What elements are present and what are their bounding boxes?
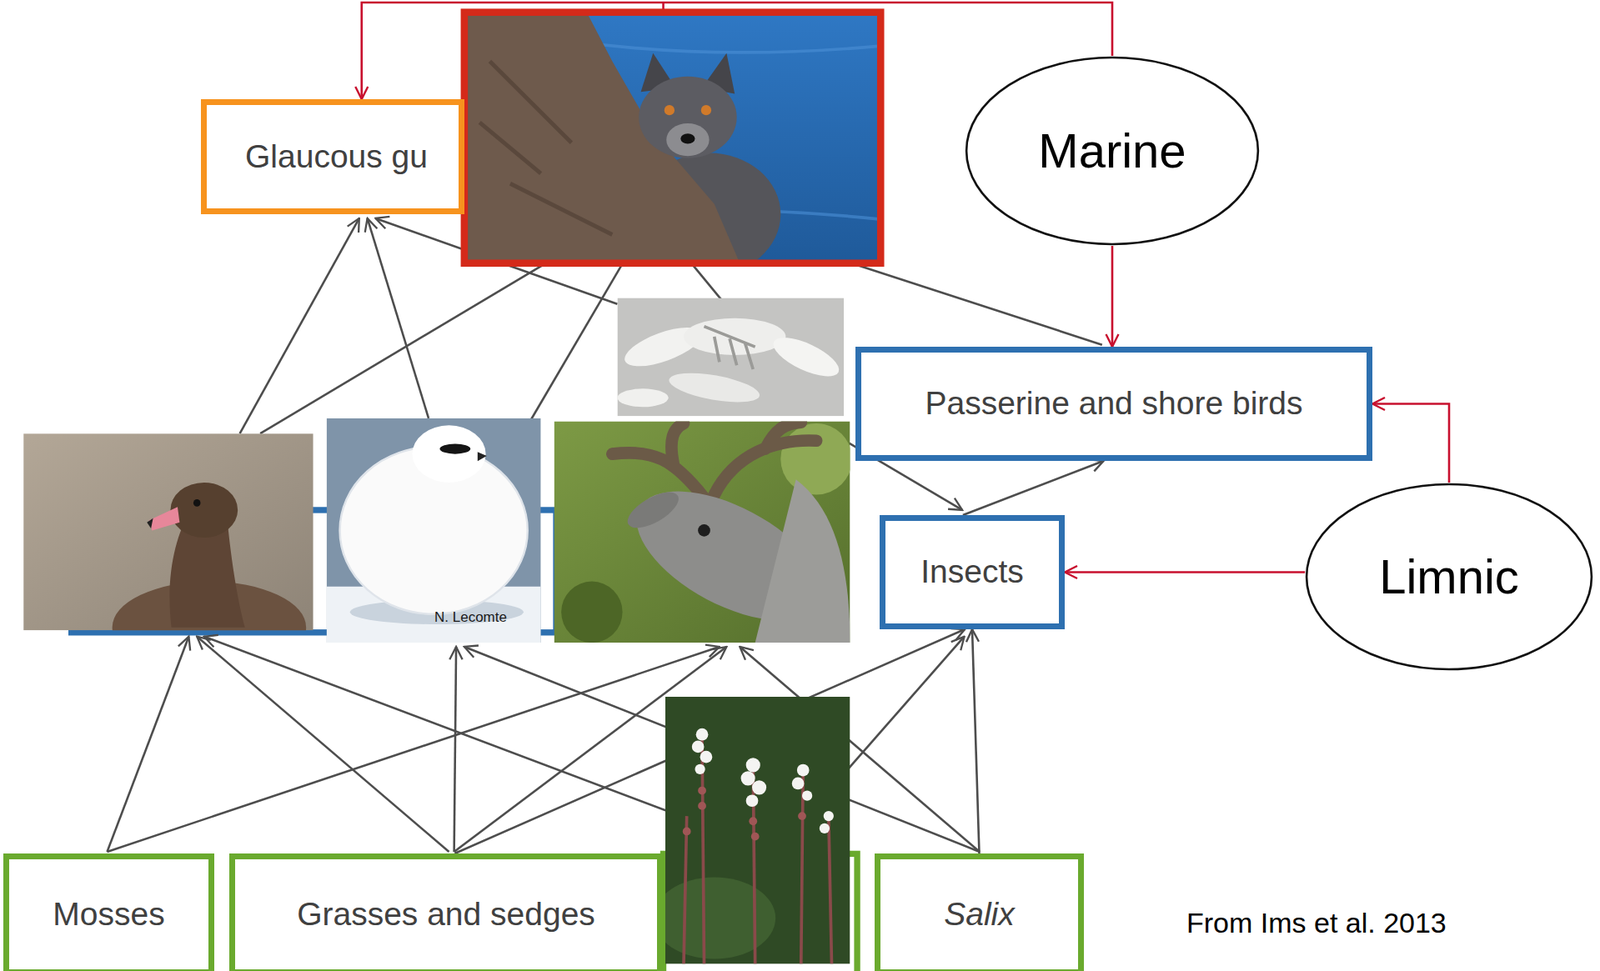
drawing-part (683, 318, 786, 356)
node-label: Mosses (52, 896, 165, 934)
drawing-part (616, 388, 668, 407)
carcass-photo (616, 297, 844, 417)
ellipse-shape (1306, 484, 1592, 670)
drawing-part (326, 418, 542, 643)
drawing-part (146, 518, 153, 529)
drawing-part (683, 816, 688, 964)
drawing-part (479, 60, 612, 235)
reindeer-photo (554, 421, 851, 643)
node-label: Grasses and sedges (296, 896, 596, 934)
ellipse-node: Limnic (1304, 482, 1594, 672)
drawing-part (780, 423, 850, 496)
drawing-part (193, 499, 201, 507)
node-label: Glaucous gu (245, 138, 428, 176)
drawing-part (683, 734, 832, 964)
node-label: Marine (1038, 123, 1186, 180)
drawing-part (746, 757, 761, 773)
drawing-part (170, 482, 238, 538)
group-box: Salix (874, 853, 1084, 971)
ellipse-node: Marine (964, 55, 1260, 246)
drawing-part (240, 218, 360, 434)
drawing-part (819, 823, 830, 834)
fox-frame (464, 12, 881, 264)
drawing-part (797, 812, 807, 821)
node-label: Insects (920, 553, 1024, 592)
drawing-part (665, 877, 776, 960)
drawing-part (792, 777, 805, 791)
flower-photo (665, 697, 851, 965)
drawing-part (692, 728, 834, 834)
drawing-part (696, 728, 709, 742)
node-label: Limnic (1379, 549, 1520, 606)
drawing-part (561, 581, 622, 643)
food-link (963, 461, 1104, 516)
drawing-part (802, 791, 813, 802)
drawing-part (616, 297, 844, 417)
ptarmigan-photo (326, 418, 542, 643)
ellipse-shape (966, 57, 1259, 245)
drawing-part (440, 443, 472, 454)
drawing-part (801, 770, 803, 965)
fox-photo (464, 12, 881, 264)
drawing-part (107, 636, 190, 853)
node-label: Passerine and shore birds (924, 385, 1303, 423)
drawing-part (664, 105, 675, 116)
drawing-part (464, 12, 881, 264)
photos (23, 12, 881, 965)
drawing-part (767, 330, 844, 385)
drawing-part (823, 811, 834, 822)
goose-photo (23, 433, 314, 631)
drawing-part (411, 425, 486, 483)
drawing-part (694, 764, 705, 775)
drawing-part (682, 827, 692, 837)
drawing-part (748, 817, 758, 826)
drawing-part (751, 832, 760, 842)
drawing-part (454, 647, 457, 853)
node-label: Salix (943, 896, 1015, 934)
drawing-part (828, 816, 833, 964)
drawing-part (149, 506, 181, 531)
food-link (1064, 571, 1305, 574)
drawing-part (367, 218, 429, 419)
drawing-part (700, 751, 713, 764)
group-box: Mosses (3, 853, 215, 971)
drawing-part (797, 764, 810, 778)
drawing-part (692, 741, 705, 754)
drawing-part (703, 326, 755, 370)
drawing-part (621, 485, 684, 536)
drawing-part (697, 524, 711, 537)
group-box: Insects (879, 515, 1065, 630)
food-link (1111, 245, 1114, 347)
drawing-part (107, 647, 720, 853)
drawing-part (571, 40, 881, 53)
drawing-part (755, 479, 851, 643)
group-box: Grasses and sedges (229, 853, 663, 971)
drawing-part (697, 787, 707, 796)
food-link (1372, 404, 1450, 484)
drawing-part (477, 451, 487, 462)
drawing-part (752, 780, 767, 795)
drawing-part (667, 367, 763, 408)
drawing-part (666, 123, 709, 156)
drawing-part (260, 260, 552, 434)
drawing-part (611, 422, 817, 499)
drawing-part (680, 133, 695, 144)
drawing-part (842, 260, 1103, 346)
drawing-part (746, 794, 759, 808)
group-box: Passerine and shore birds (855, 346, 1373, 462)
drawing-part (682, 787, 807, 842)
drawing-part (530, 260, 625, 421)
photo-credit: N. Lecomte (434, 609, 507, 627)
food-link (972, 629, 980, 854)
drawing-part (697, 802, 707, 811)
source-note: From Ims et al. 2013 (1186, 907, 1447, 940)
drawing-part (701, 105, 712, 116)
drawing-part (196, 636, 449, 853)
drawing-part (464, 12, 740, 264)
drawing-part (638, 76, 737, 159)
drawing-part (741, 771, 756, 786)
group-box: Glaucous gu (200, 99, 465, 215)
